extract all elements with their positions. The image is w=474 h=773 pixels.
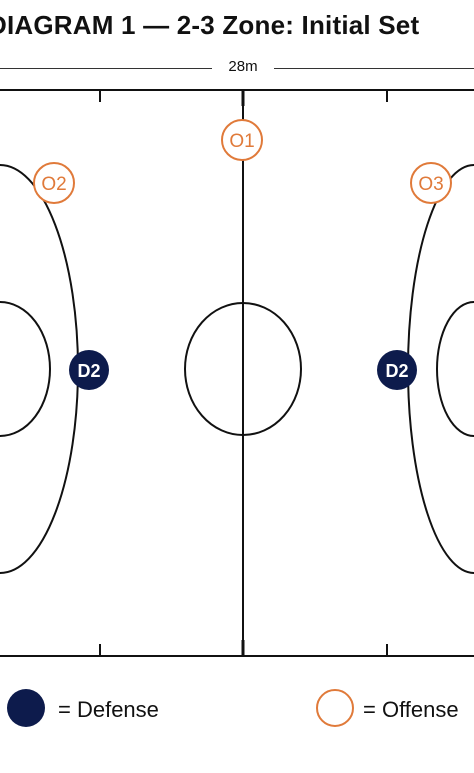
defense-legend-label: = Defense xyxy=(58,697,159,722)
offense-player-o3: O3 xyxy=(410,162,452,204)
dimension-line-left xyxy=(0,68,212,69)
left-three-point-arc xyxy=(0,164,79,574)
defense-legend-icon xyxy=(7,689,45,727)
center-circle xyxy=(184,302,302,436)
defense-player-d2-right: D2 xyxy=(377,350,417,390)
diagram-title: DIAGRAM 1 — 2-3 Zone: Initial Set xyxy=(0,10,420,40)
offense-legend-icon xyxy=(316,689,354,727)
offense-player-o2: O2 xyxy=(33,162,75,204)
defense-player-d2-left: D2 xyxy=(69,350,109,390)
offense-label-o3: O3 xyxy=(418,174,443,195)
right-free-throw-circle xyxy=(436,301,474,437)
dimension-line-right xyxy=(274,68,474,69)
defense-label-d2-right: D2 xyxy=(385,361,408,381)
court-length-label: 28m xyxy=(228,58,258,75)
offense-legend-label: = Offense xyxy=(363,697,459,722)
left-free-throw-circle xyxy=(0,301,51,437)
offense-player-o1: O1 xyxy=(221,119,263,161)
offense-label-o1: O1 xyxy=(229,131,254,152)
right-three-point-arc xyxy=(407,164,474,574)
defense-label-d2-left: D2 xyxy=(77,361,100,381)
offense-label-o2: O2 xyxy=(41,174,66,195)
